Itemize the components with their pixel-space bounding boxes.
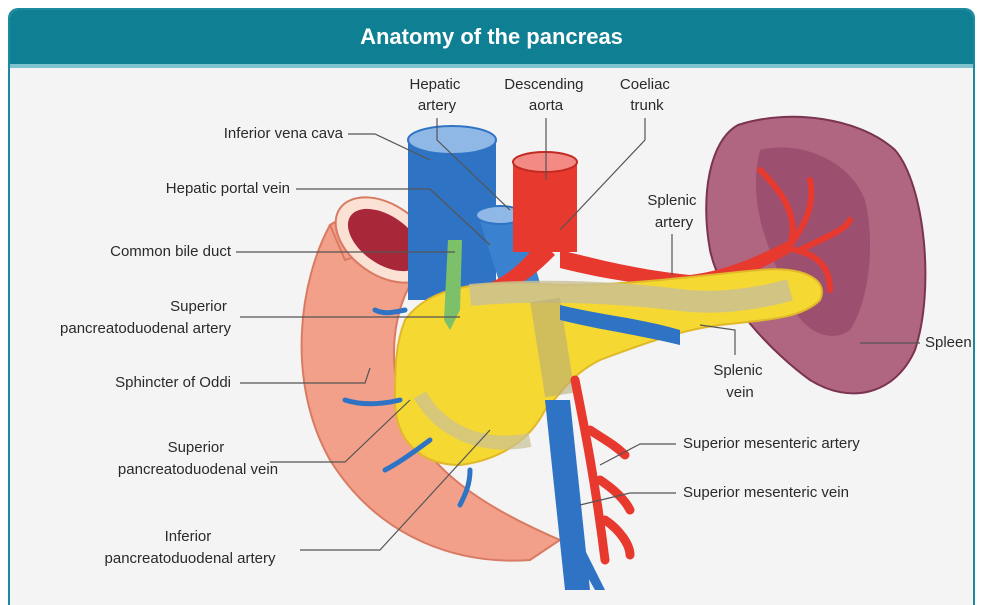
illustration-canvas: Hepatic artery Descending aorta Coeliac … — [10, 68, 975, 605]
diagram-title: Anatomy of the pancreas — [360, 24, 623, 50]
label-common-bile-duct: Common bile duct — [110, 243, 232, 260]
label-descending-aorta: Descending aorta — [504, 76, 587, 114]
label-splenic-artery: Splenic artery — [647, 192, 700, 231]
label-sphincter-of-oddi: Sphincter of Oddi — [115, 374, 231, 391]
label-spleen: Spleen — [925, 334, 972, 351]
label-superior-mesenteric-vein: Superior mesenteric vein — [683, 484, 849, 501]
leader-splenic-vein — [700, 325, 735, 355]
pancreas-illustration: Hepatic artery Descending aorta Coeliac … — [10, 68, 975, 605]
label-superior-mesenteric-artery: Superior mesenteric artery — [683, 435, 860, 452]
label-hepatic-portal-vein: Hepatic portal vein — [166, 180, 290, 197]
title-bar: Anatomy of the pancreas — [10, 10, 973, 64]
label-inferior-pd-artery: Inferior pancreatoduodenal artery — [105, 528, 276, 567]
label-coeliac-trunk: Coeliac trunk — [620, 76, 674, 114]
diagram-frame: Anatomy of the pancreas — [8, 8, 975, 605]
label-inferior-vena-cava: Inferior vena cava — [224, 125, 344, 142]
label-hepatic-artery: Hepatic artery — [409, 76, 464, 114]
label-superior-pd-vein: Superior pancreatoduodenal vein — [118, 439, 278, 478]
label-splenic-vein: Splenic vein — [713, 362, 766, 401]
label-superior-pd-artery: Superior pancreatoduodenal artery — [60, 298, 231, 337]
